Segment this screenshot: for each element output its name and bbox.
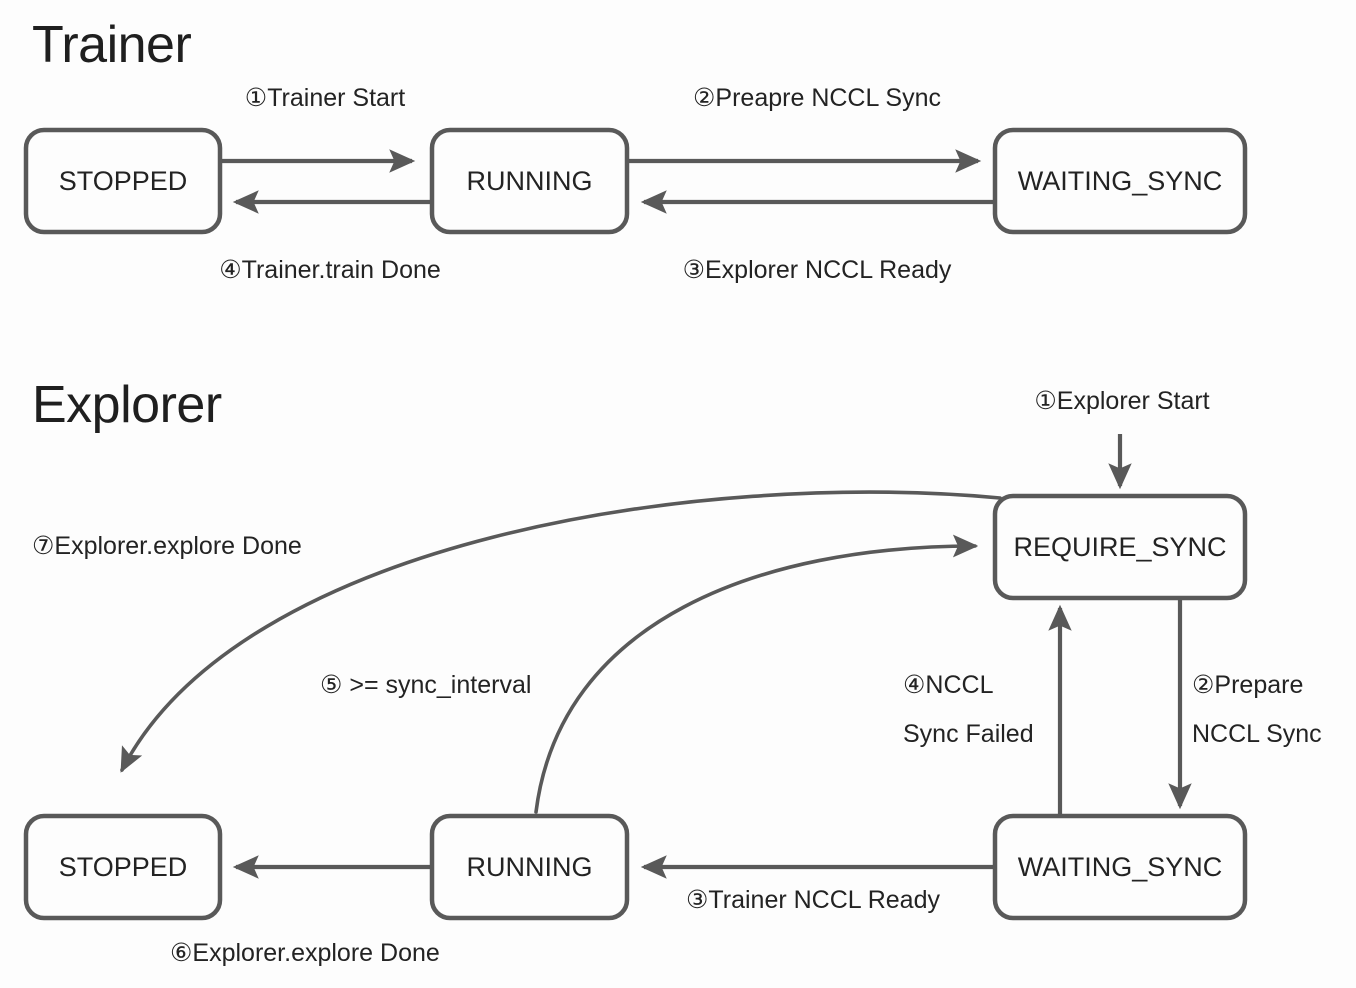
edge-label-trainer-prepare-nccl-sync: ②Preapre NCCL Sync — [693, 84, 941, 112]
state-node-trainer-waiting-sync[interactable]: WAITING_SYNC — [992, 127, 1248, 235]
state-box[interactable] — [992, 127, 1248, 235]
edge-label-trainer-train-done: ④Trainer.train Done — [219, 256, 441, 284]
state-label: STOPPED — [59, 852, 188, 882]
edge-explorer-require-sync-to-stopped — [120, 490, 1002, 773]
state-node-trainer-running[interactable]: RUNNING — [429, 127, 630, 235]
edge-label-explorer-sync-interval: ⑤ >= sync_interval — [320, 671, 531, 699]
state-box[interactable] — [23, 813, 223, 921]
edge-explorer-running-to-require-sync — [534, 534, 979, 814]
section-title-trainer: Trainer — [32, 16, 191, 74]
state-label: RUNNING — [467, 166, 593, 196]
state-label: REQUIRE_SYNC — [1013, 532, 1226, 562]
state-node-trainer-stopped[interactable]: STOPPED — [23, 127, 223, 235]
state-label: STOPPED — [59, 166, 188, 196]
edge-label-explorer-explore-done-bottom: ⑥Explorer.explore Done — [170, 939, 440, 967]
section-title-explorer: Explorer — [32, 376, 222, 434]
edge-label-explorer-prepare-line2: NCCL Sync — [1192, 720, 1322, 748]
state-box[interactable] — [429, 127, 630, 235]
state-box[interactable] — [429, 813, 630, 921]
edge-label-explorer-explore-done-curve: ⑦Explorer.explore Done — [32, 532, 302, 560]
edge-label-explorer-nccl-failed-line1: ④NCCL — [903, 671, 994, 699]
edge-label-explorer-trainer-nccl-ready: ③Trainer NCCL Ready — [686, 886, 940, 914]
edge-label-trainer-start: ①Trainer Start — [245, 84, 405, 112]
state-label: WAITING_SYNC — [1018, 166, 1223, 196]
state-node-explorer-running[interactable]: RUNNING — [429, 813, 630, 921]
edge-label-explorer-start: ①Explorer Start — [1034, 387, 1209, 415]
state-label: RUNNING — [467, 852, 593, 882]
edge-label-trainer-explorer-nccl-ready: ③Explorer NCCL Ready — [683, 256, 952, 284]
edge-label-explorer-nccl-failed-line2: Sync Failed — [903, 720, 1034, 748]
state-node-explorer-require-sync[interactable]: REQUIRE_SYNC — [992, 493, 1248, 601]
state-node-explorer-waiting-sync[interactable]: WAITING_SYNC — [992, 813, 1248, 921]
edge-label-explorer-prepare-line1: ②Prepare — [1192, 671, 1303, 699]
state-box[interactable] — [992, 493, 1248, 601]
state-box[interactable] — [992, 813, 1248, 921]
state-box[interactable] — [23, 127, 223, 235]
state-node-explorer-stopped[interactable]: STOPPED — [23, 813, 223, 921]
state-label: WAITING_SYNC — [1018, 852, 1223, 882]
